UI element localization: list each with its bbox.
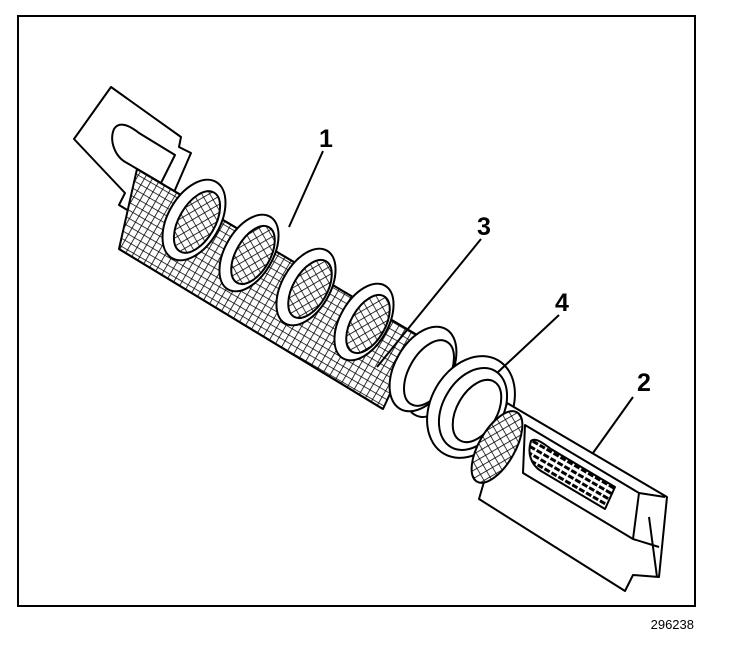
callout-4: 4: [555, 289, 569, 317]
leader-line-4: [496, 314, 560, 374]
leader-line-2: [592, 396, 634, 454]
orifice-tube-drawing: 1 2 3 4: [73, 86, 668, 592]
callout-3: 3: [477, 213, 491, 241]
figure-id: 296238: [650, 617, 694, 632]
filter-ring-2: [218, 213, 280, 293]
filter-ring-4: [333, 282, 395, 362]
callout-1: 1: [319, 125, 333, 153]
filter-ring-1: [161, 178, 227, 262]
outlet-screen: [470, 402, 668, 592]
left-end-tab: [73, 86, 192, 214]
callout-2: 2: [637, 369, 651, 397]
figure-frame: 1 2 3 4: [17, 15, 696, 607]
filter-ring-3: [275, 247, 337, 327]
leader-line-1: [288, 150, 324, 228]
leader-line-3: [376, 238, 482, 368]
